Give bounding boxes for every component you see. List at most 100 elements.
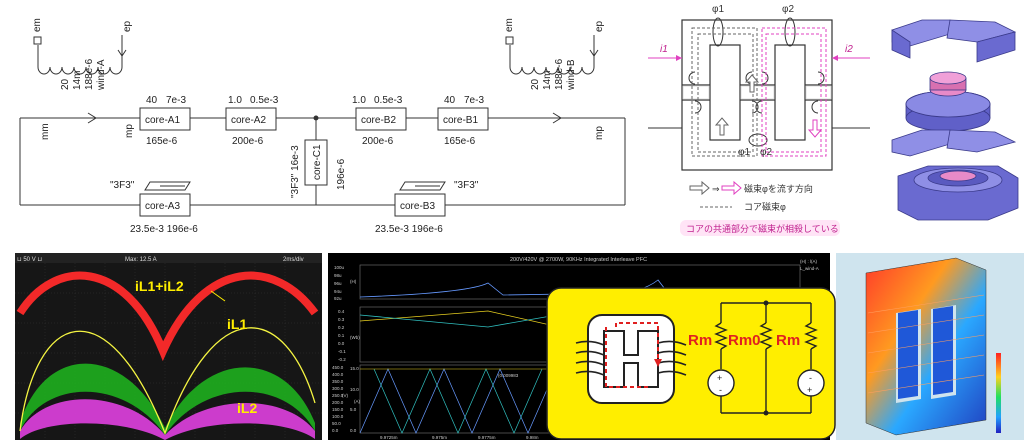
sim-bot-tick-9: 0.0 bbox=[332, 428, 339, 433]
sim-bot2-tick-2: 5.0 bbox=[350, 407, 357, 412]
i1-label: i1 bbox=[660, 44, 668, 55]
sim-mid-tick-3: 0.1 bbox=[338, 333, 345, 338]
b3-bottom: 23.5e-3 196e-6 bbox=[375, 224, 443, 235]
b2-p1: 1.0 bbox=[352, 95, 366, 106]
b1-name: core-B1 bbox=[443, 115, 478, 126]
a1-name: core-A1 bbox=[145, 115, 180, 126]
flux-svg: φ1 φ2 i1 i2 φ1 φ2 ⇒ 磁束φを流す方向 コア磁束φ コアの共通… bbox=[648, 4, 870, 236]
sim-bot-tick-5: 200.0 bbox=[332, 400, 344, 405]
sim-mid-tick-4: 0.0 bbox=[338, 341, 345, 346]
magnetic-circuit-schematic: em ep 20 14m 188e-6 wind-A mm mp em ep 2… bbox=[0, 0, 640, 248]
scope-svg: ⊔ 50 V ⊔ Max: 12.5 A 2ms/div iL1+iL2 iL1… bbox=[15, 253, 322, 440]
a3-tag: "3F3" bbox=[110, 180, 135, 191]
sim-bot-tick-1: 400.0 bbox=[332, 372, 344, 377]
a3-name: core-A3 bbox=[145, 201, 180, 212]
schematic-svg: em ep 20 14m 188e-6 wind-A mm mp em ep 2… bbox=[19, 18, 626, 235]
sim-bot-tick-6: 150.0 bbox=[332, 407, 344, 412]
wb-name: wind-B bbox=[566, 59, 577, 91]
sim-top-tick-3: 94u bbox=[334, 289, 342, 294]
sim-mid-tick-6: -0.2 bbox=[338, 357, 346, 362]
wa-l: 188e-6 bbox=[84, 58, 95, 90]
a1-p1: 40 bbox=[146, 95, 158, 106]
fem-svg bbox=[865, 257, 1001, 436]
b3-name: core-B3 bbox=[400, 201, 435, 212]
oscilloscope-waveform: ⊔ 50 V ⊔ Max: 12.5 A 2ms/div iL1+iL2 iL1… bbox=[15, 253, 322, 440]
svg-text:⇒: ⇒ bbox=[712, 184, 720, 194]
svg-text:-: - bbox=[719, 385, 722, 395]
sim-bot-tick-8: 50.0 bbox=[332, 421, 341, 426]
wb-l: 188e-6 bbox=[554, 58, 565, 90]
sim-bot-tick-7: 100.0 bbox=[332, 414, 344, 419]
wb-ep: ep bbox=[594, 20, 605, 32]
rm-left-label: Rm bbox=[688, 332, 712, 349]
a2-p2: 0.5e-3 bbox=[250, 95, 279, 106]
wa-n: 20 bbox=[60, 78, 71, 90]
c1-right: 196e-6 bbox=[336, 158, 347, 190]
wa-em: em bbox=[32, 18, 43, 32]
sim-tag2: L_wind-A bbox=[800, 266, 819, 271]
fem-flux-density-render bbox=[836, 253, 1024, 440]
sim-top-tick-4: 92u bbox=[334, 296, 342, 301]
b3-tag: "3F3" bbox=[454, 180, 479, 191]
scope-header-right: 2ms/div bbox=[283, 257, 304, 263]
phi1-label: φ1 bbox=[712, 4, 724, 15]
b2-bottom: 200e-6 bbox=[362, 136, 394, 147]
svg-text:+: + bbox=[807, 385, 812, 395]
sim-bot-tick-2: 350.0 bbox=[332, 379, 344, 384]
wa-r: 14m bbox=[72, 71, 83, 90]
sim-top-tick-0: 100u bbox=[334, 265, 345, 270]
svg-text:+: + bbox=[717, 373, 722, 383]
wb-mp: mp bbox=[594, 126, 605, 140]
sim-unit-1: (Wb) bbox=[350, 335, 360, 340]
sim-top-tick-1: 98u bbox=[334, 273, 342, 278]
sim-bot-tick-3: 300.0 bbox=[332, 386, 344, 391]
svg-text:-: - bbox=[809, 373, 812, 383]
sim-bot2-tick-0: 15.0 bbox=[350, 366, 359, 371]
a1-p2: 7e-3 bbox=[166, 95, 186, 106]
sim-x-tick-0: 9.9725m bbox=[380, 435, 398, 440]
wa-name: wind-A bbox=[96, 59, 107, 91]
a2-bottom: 200e-6 bbox=[232, 136, 264, 147]
wb-em: em bbox=[504, 18, 515, 32]
equivalent-circuit-overlay: Rm Rm0 Rm + - - + bbox=[546, 287, 836, 440]
rm-right-label: Rm bbox=[776, 332, 800, 349]
wa-mp: mp bbox=[124, 124, 135, 138]
scope-header-left: ⊔ 50 V ⊔ bbox=[17, 257, 42, 263]
sim-bot2-tick-3: 0.0 bbox=[350, 428, 357, 433]
core-3d-render bbox=[880, 0, 1024, 248]
scope-label-l1: iL1 bbox=[227, 316, 247, 332]
a2-p1: 1.0 bbox=[228, 95, 242, 106]
sim-mid-tick-2: 0.2 bbox=[338, 325, 345, 330]
a1-bottom: 165e-6 bbox=[146, 136, 178, 147]
sim-cursor: (0.009983 bbox=[498, 373, 519, 378]
i2-label: i2 bbox=[845, 44, 853, 55]
legend-dashed-text: コア磁束φ bbox=[744, 201, 786, 212]
overlay-svg: Rm Rm0 Rm + - - + bbox=[546, 287, 836, 440]
b2-name: core-B2 bbox=[361, 115, 396, 126]
sim-x-tick-3: 9.98m bbox=[526, 435, 539, 440]
scope-header-mid: Max: 12.5 A bbox=[125, 257, 157, 263]
scope-label-sum: iL1+iL2 bbox=[135, 278, 184, 294]
phi1-mid: φ1 bbox=[738, 147, 750, 158]
a3-bottom: 23.5e-3 196e-6 bbox=[130, 224, 198, 235]
sim-unit-2: (V) bbox=[342, 393, 349, 398]
sim-bot-tick-0: 450.0 bbox=[332, 365, 344, 370]
sim-bot-tick-4: 250.0 bbox=[332, 393, 344, 398]
sim-mid-tick-1: 0.3 bbox=[338, 317, 345, 322]
flux-cancellation-diagram: φ1 φ2 i1 i2 φ1 φ2 ⇒ 磁束φを流す方向 コア磁束φ コアの共通… bbox=[640, 0, 880, 248]
sim-top-tick-2: 96u bbox=[334, 281, 342, 286]
b1-bottom: 165e-6 bbox=[444, 136, 476, 147]
phi2-label: φ2 bbox=[782, 4, 794, 15]
flux-note: コアの共通部分で磁束が相殺している bbox=[686, 223, 839, 234]
wa-mm: mm bbox=[40, 123, 51, 140]
core3d-svg bbox=[891, 19, 1019, 221]
sim-unit-0: (H) bbox=[350, 279, 357, 284]
sim-title: 200V/420V @ 2700W, 90KHz Integrated Inte… bbox=[510, 257, 647, 263]
b1-p2: 7e-3 bbox=[464, 95, 484, 106]
wb-r: 14m bbox=[542, 71, 553, 90]
b2-p2: 0.5e-3 bbox=[374, 95, 403, 106]
c1-left: "3F3" 16e-3 bbox=[290, 145, 301, 198]
legend-arrow-text: 磁束φを流す方向 bbox=[744, 183, 813, 194]
sim-mid-tick-0: 0.4 bbox=[338, 309, 345, 314]
phi2-mid: φ2 bbox=[760, 147, 772, 158]
